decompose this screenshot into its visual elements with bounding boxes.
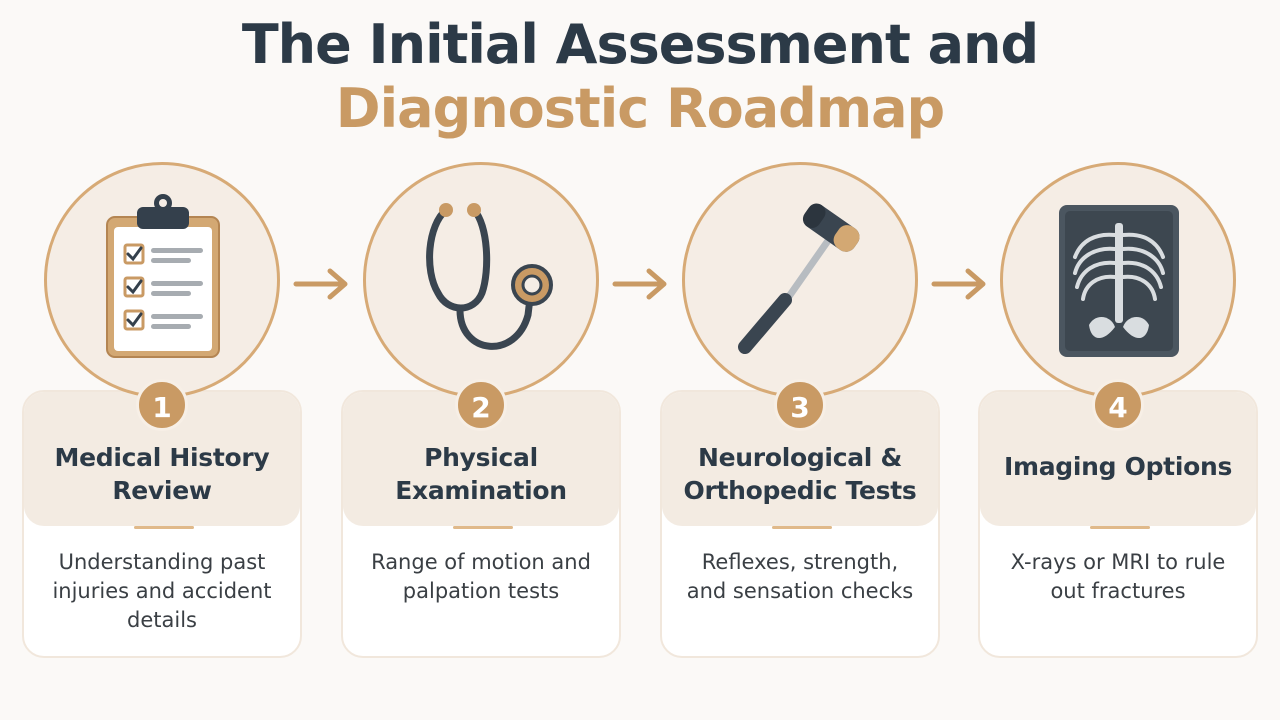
step-description: X-rays or MRI to rule out fractures	[1010, 550, 1226, 603]
arrow-right-icon	[612, 268, 667, 300]
step-title: Physical Examination	[395, 443, 567, 505]
step-icon-circle-3	[682, 162, 918, 398]
page-title-line-1: The Initial Assessment and	[241, 13, 1039, 76]
step-description: Understanding past injuries and accident…	[52, 550, 272, 632]
step-card-3: Neurological & Orthopedic Tests Reflexes…	[660, 390, 940, 658]
step-title: Neurological & Orthopedic Tests	[683, 443, 917, 505]
page-title-line-2: Diagnostic Roadmap	[335, 77, 945, 140]
step-title: Imaging Options	[1003, 452, 1233, 481]
step-title: Medical History Review	[54, 443, 270, 505]
xray-chest-icon	[1059, 205, 1179, 357]
step-card-4: Imaging Options X-rays or MRI to rule ou…	[978, 390, 1258, 658]
step-icon-circle-2	[363, 162, 599, 398]
divider	[772, 526, 832, 529]
step-icon-circle-1	[44, 162, 280, 398]
step-description: Reflexes, strength, and sensation checks	[686, 550, 914, 603]
arrow-right-icon	[931, 268, 986, 300]
clipboard-checklist-icon	[106, 194, 220, 358]
divider	[453, 526, 513, 529]
divider	[134, 526, 194, 529]
step-number-badge: 1	[136, 379, 188, 431]
step-number-badge: 2	[455, 379, 507, 431]
reflex-hammer-icon	[738, 203, 860, 354]
arrow-right-icon	[293, 268, 348, 300]
step-number-badge: 3	[774, 379, 826, 431]
step-icon-circle-4	[1000, 162, 1236, 398]
stethoscope-icon	[426, 203, 553, 350]
step-description: Range of motion and palpation tests	[371, 550, 591, 603]
step-number-badge: 4	[1092, 379, 1144, 431]
divider	[1090, 526, 1150, 529]
